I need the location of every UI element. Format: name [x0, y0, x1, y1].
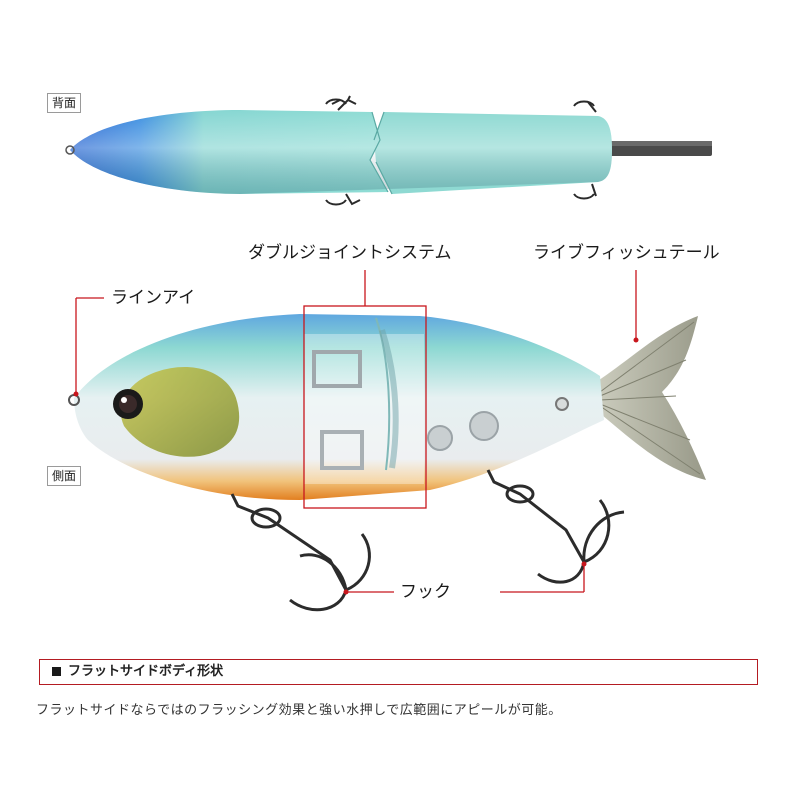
- section-heading: フラットサイドボディ形状: [39, 659, 758, 685]
- section-description: フラットサイドならではのフラッシング効果と強い水押しで広範囲にアピールが可能。: [36, 703, 562, 718]
- top-view-label: 背面: [47, 93, 82, 113]
- top-view-lure: [65, 95, 712, 206]
- callout-double-joint: ダブルジョイントシステム: [248, 243, 452, 263]
- callout-lines: [75, 270, 637, 593]
- section-heading-text: フラットサイドボディ形状: [68, 664, 224, 679]
- side-view-label: 側面: [47, 466, 82, 486]
- callout-hook: フック: [400, 582, 451, 602]
- callout-dots: [73, 337, 639, 595]
- side-view-lure: [68, 314, 706, 612]
- callout-live-fish-tail: ライブフィッシュテール: [533, 243, 720, 263]
- square-bullet-icon: [52, 667, 61, 676]
- callout-line-eye: ラインアイ: [111, 288, 196, 308]
